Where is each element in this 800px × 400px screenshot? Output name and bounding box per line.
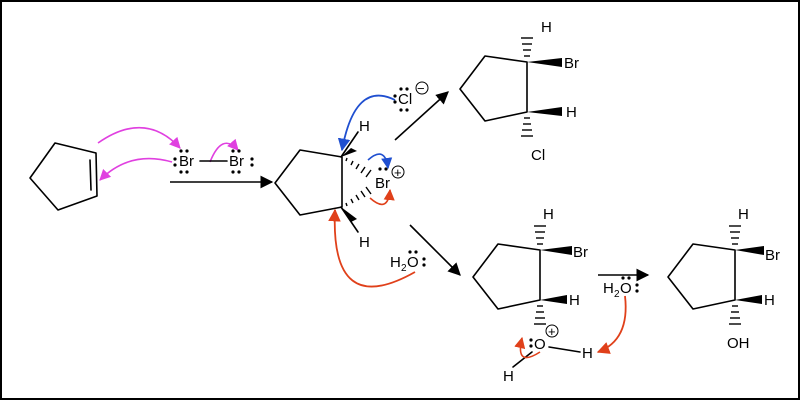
c-br-break-arrow-blue: [367, 153, 393, 170]
oh-label-bromohydrin: OH: [727, 335, 750, 352]
h-label-top-oxonium: H: [543, 206, 554, 223]
oxonium-intermediate: H Br H O + H H: [472, 206, 593, 385]
h-label-right-chloro: H: [566, 104, 577, 121]
bromonium-charge: +: [394, 165, 402, 180]
deprotonation-arrow: [596, 295, 627, 354]
wedge-bond-br-bromohydrin: [735, 246, 764, 255]
br-label-bromohydrin: Br: [765, 247, 780, 264]
h-label-top-chloro: H: [541, 19, 552, 36]
water-molecule-2: H 2 O: [603, 276, 639, 300]
br-br-bond-break-arrow: [209, 138, 239, 163]
br-label-left: Br: [179, 153, 194, 170]
alkene-attack-arrow: [97, 126, 181, 149]
chloride-charge: −: [417, 81, 425, 96]
br-label-chloro: Br: [564, 55, 579, 72]
h-label-bottom: H: [359, 234, 370, 251]
bromochloride-product: H Br H Cl: [459, 19, 579, 164]
water-molecule-1: H 2 O: [390, 250, 426, 274]
wedge-bond-bottom: [341, 207, 357, 222]
o-h-break-arrow: [514, 336, 541, 359]
h-label-oxonium-right: H: [582, 345, 593, 362]
water2-o-label: O: [620, 280, 632, 297]
h-label-top: H: [359, 118, 370, 135]
oxonium-charge: +: [548, 324, 556, 339]
bromohydrin-product: H Br H OH: [667, 206, 780, 352]
water2-h-label: H: [603, 280, 614, 297]
water2-subscript: 2: [614, 289, 620, 300]
chloride-ion: Cl −: [393, 81, 429, 112]
cl-label-product: Cl: [531, 147, 545, 164]
reaction-arrow-to-chloro: [394, 91, 449, 141]
wedge-bond-h-chloro: [527, 107, 562, 116]
h-label-oxonium-left: H: [503, 368, 514, 385]
wedge-bond-h-bromohydrin: [735, 295, 762, 304]
wedge-bond-br-oxonium: [540, 246, 572, 255]
bromine-molecule: Br Br: [173, 149, 254, 174]
h-label-top-bromohydrin: H: [738, 206, 749, 223]
wedge-bond-h-oxonium: [540, 295, 567, 304]
wedge-bond-top: [341, 148, 357, 157]
water-h-label: H: [390, 254, 401, 271]
c-br-break-arrow-red: [369, 188, 395, 206]
reaction-arrow-to-oxonium: [409, 224, 461, 276]
chloride-attack-arrow: [337, 94, 396, 152]
h-label-right-bromohydrin: H: [764, 292, 775, 309]
water-subscript: 2: [401, 263, 407, 274]
br-label-oxonium: Br: [573, 244, 588, 261]
bromonium-ion: H H Br +: [274, 118, 405, 251]
wedge-bond-br-chloro: [527, 58, 562, 67]
water-o-label: O: [407, 254, 419, 271]
br-label-right: Br: [229, 153, 244, 170]
bromine-back-arrow: [99, 157, 173, 181]
cyclopentene: [29, 142, 98, 211]
o-label-oxonium: O: [534, 336, 546, 353]
cl-ion-label: Cl: [398, 91, 412, 108]
bridging-br-label: Br: [375, 175, 390, 192]
h-label-right-oxonium: H: [569, 292, 580, 309]
water-attack-arrow: [328, 208, 416, 288]
